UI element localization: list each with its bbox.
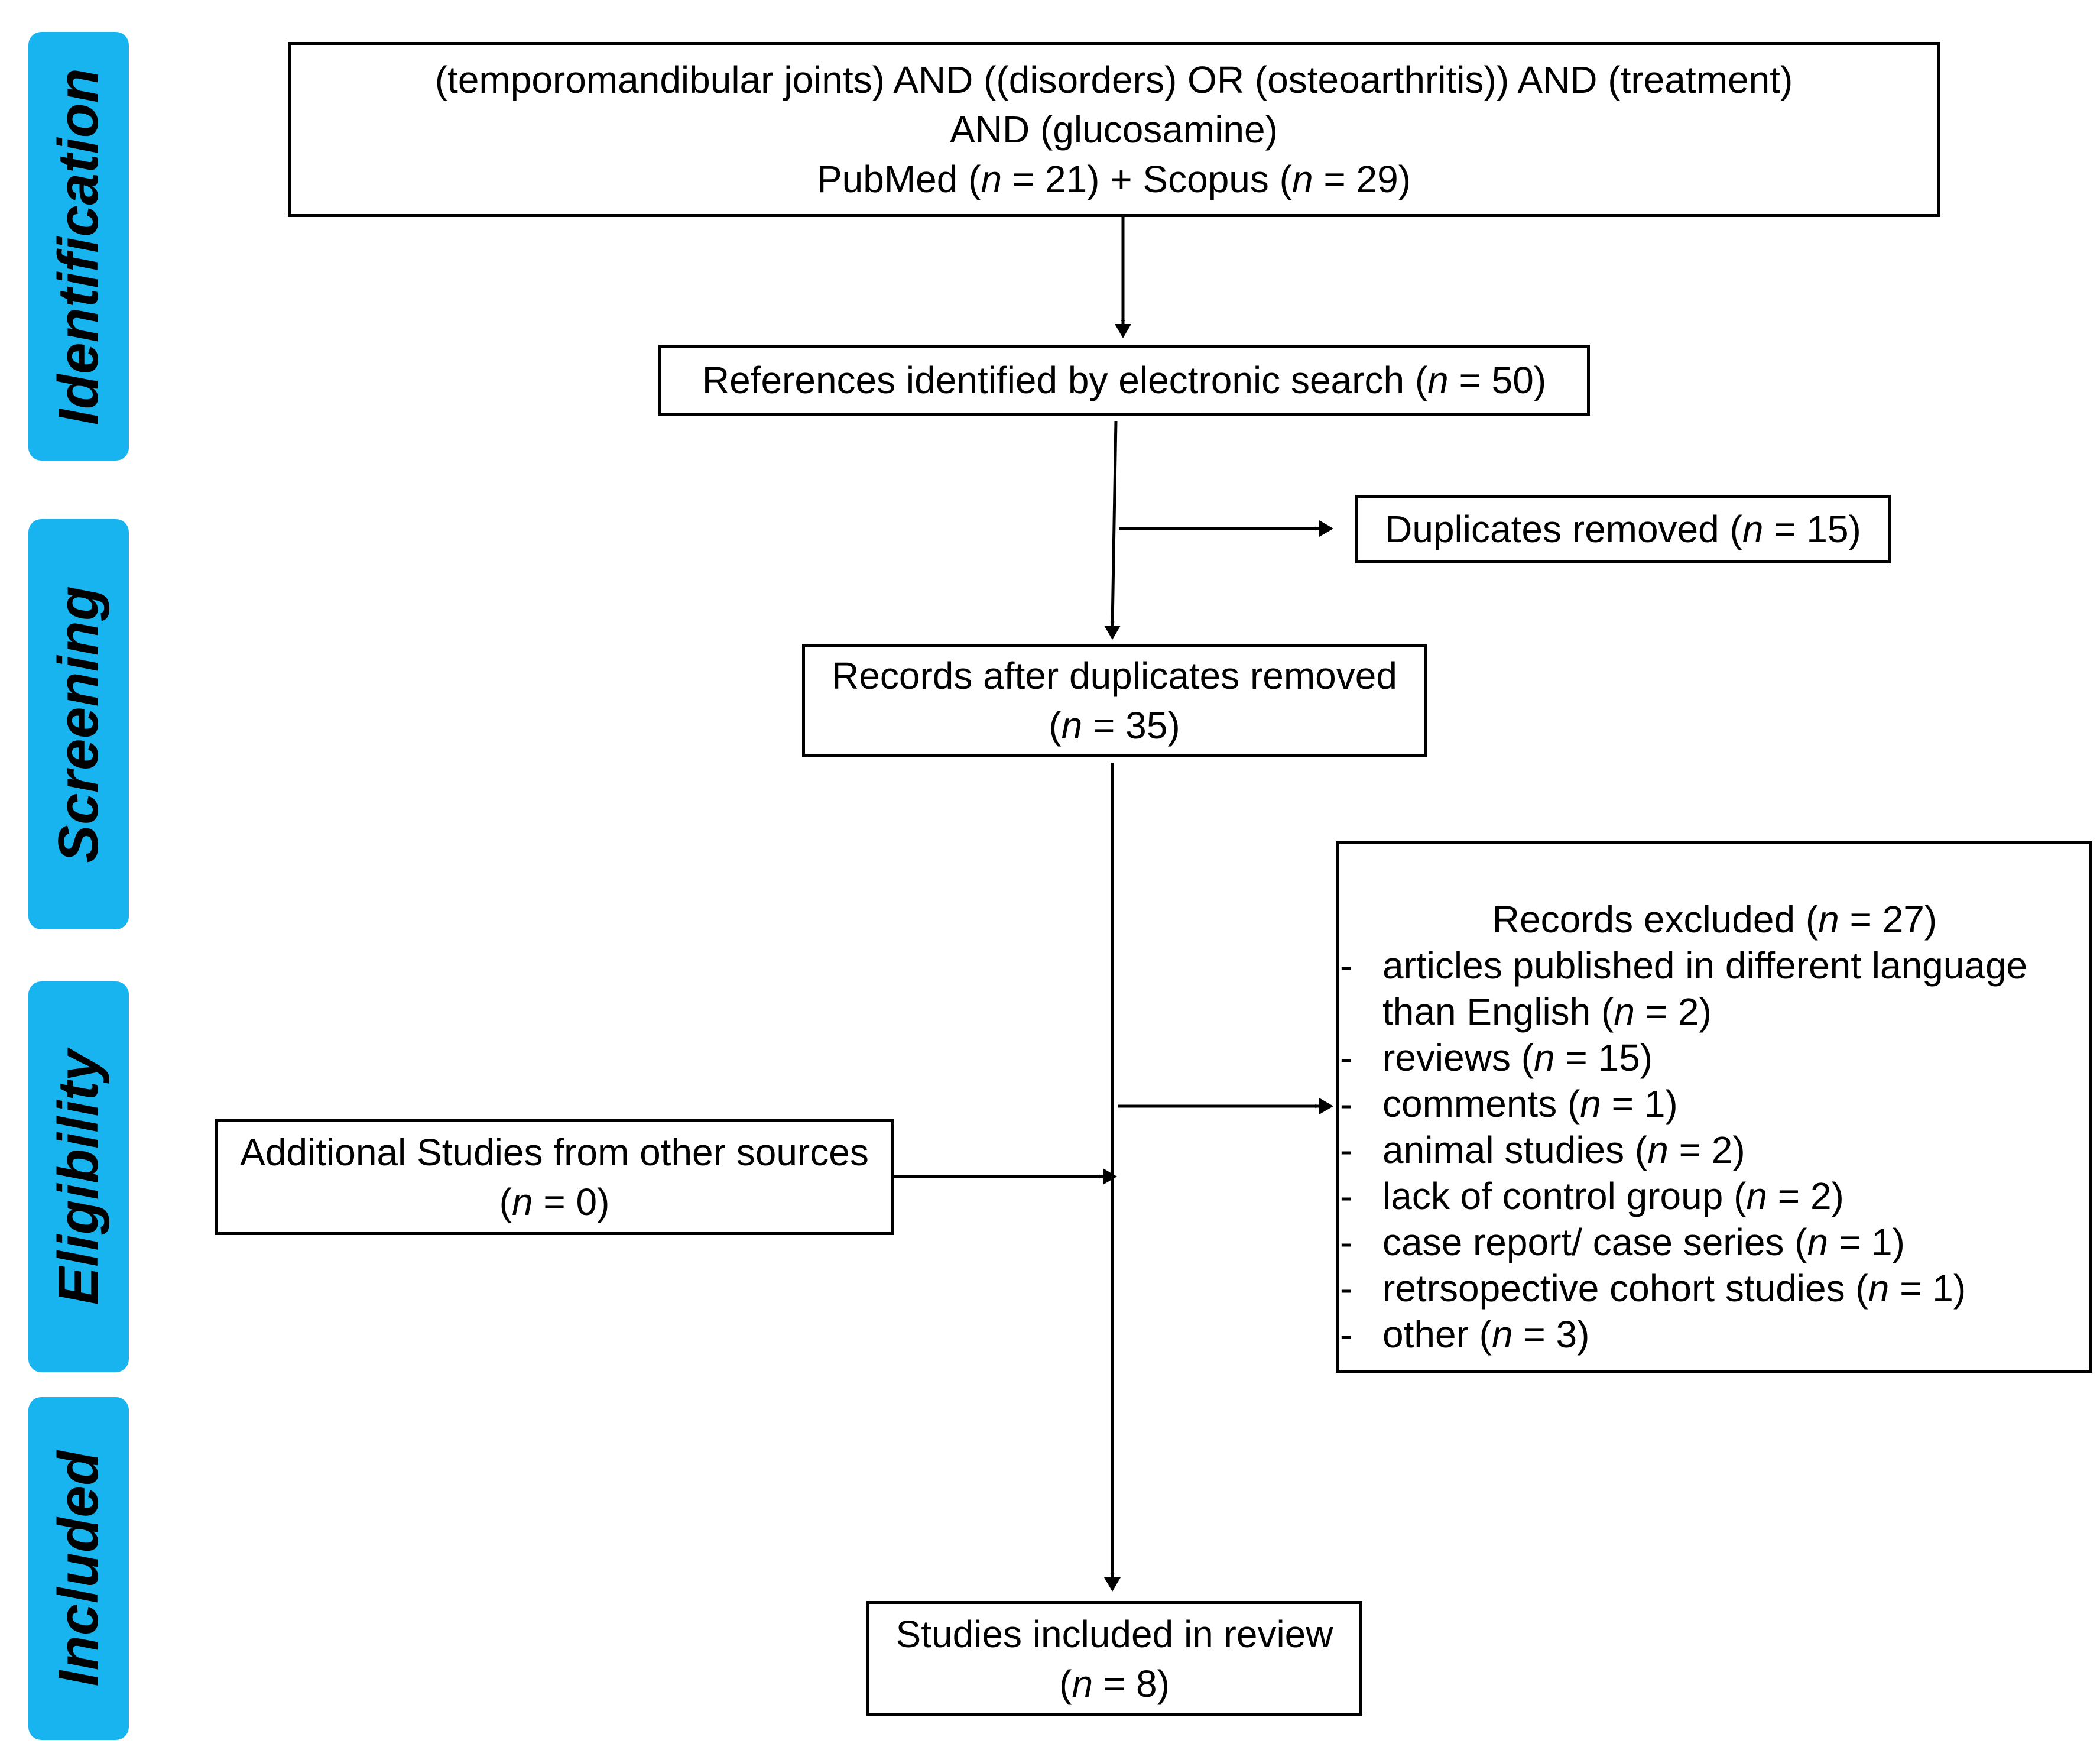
exclusion-reason-item: -comments (n = 1) [1340, 1083, 1678, 1125]
exclusion-reason-item: -retrsopective cohort studies (n = 1) [1340, 1267, 1966, 1310]
duplicates-removed-text: Duplicates removed (n = 15) [1385, 508, 1861, 550]
stage-eligibility: Eligibility [28, 981, 129, 1372]
studies-included-line-1: Studies included in review [895, 1612, 1333, 1655]
search-query-line-2: AND (glucosamine) [950, 108, 1278, 151]
exclusion-reason-item: -other (n = 3) [1340, 1313, 1590, 1356]
studies-included-count: (n = 8) [1059, 1662, 1170, 1705]
duplicates-removed-box: Duplicates removed (n = 15) [1355, 495, 1891, 563]
records-after-duplicates-line-1: Records after duplicates removed [832, 654, 1397, 697]
records-after-duplicates-box: Records after duplicates removed (n = 35… [802, 644, 1427, 757]
exclusion-reason-item: -lack of control group (n = 2) [1340, 1175, 1844, 1217]
additional-studies-box: Additional Studies from other sources (n… [215, 1119, 894, 1235]
exclusion-reason-item: -case report/ case series (n = 1) [1340, 1221, 1905, 1263]
exclusion-reason-item: -reviews (n = 15) [1340, 1036, 1653, 1079]
studies-included-box: Studies included in review (n = 8) [866, 1601, 1362, 1716]
stage-screening: Screening [28, 519, 129, 929]
references-identified-box: References identified by electronic sear… [658, 345, 1590, 416]
additional-studies-line-1: Additional Studies from other sources [240, 1131, 869, 1174]
arrow-identified-to-after-duplicates [1110, 420, 1118, 626]
search-query-box: (temporomandibular joints) AND ((disorde… [288, 42, 1940, 217]
exclusion-reason-item: -animal studies (n = 2) [1340, 1129, 1745, 1171]
search-query-line-1: (temporomandibular joints) AND ((disorde… [434, 59, 1793, 101]
records-after-duplicates-count: (n = 35) [1049, 704, 1180, 747]
records-excluded-box: Records excluded (n = 27) - articles pub… [1336, 841, 2092, 1373]
exclusion-reason-item: - articles published in different langua… [1340, 944, 2028, 1033]
search-sources-line: PubMed (n = 21) + Scopus (n = 29) [816, 158, 1411, 200]
references-identified-text: References identified by electronic sear… [702, 359, 1547, 401]
stage-included: Included [28, 1397, 129, 1740]
exclusion-reasons-list: - articles published in different langua… [1340, 942, 2089, 1357]
records-excluded-title: Records excluded (n = 27) [1492, 898, 1937, 941]
additional-studies-count: (n = 0) [499, 1181, 610, 1223]
stage-identification: Identification [28, 32, 129, 461]
